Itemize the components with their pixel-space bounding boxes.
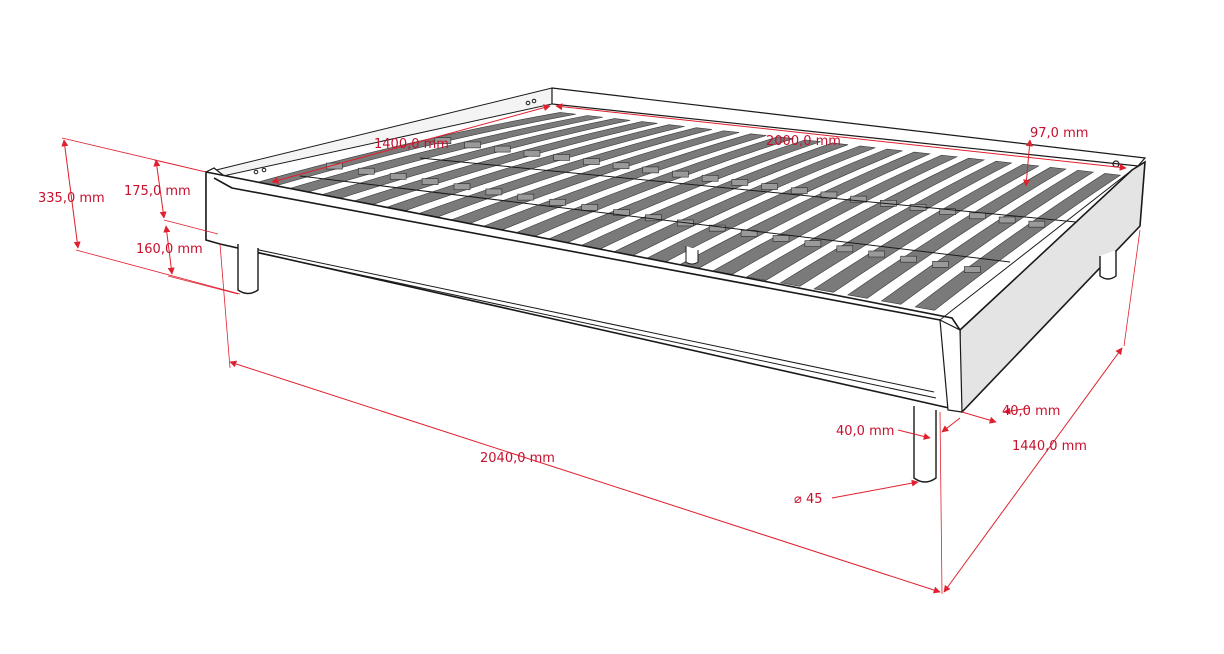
slat-clip [850,195,867,203]
label-inner-length: 2000,0 mm [766,134,841,149]
ext-line [167,275,239,295]
label-front-thickness: 40,0 mm [836,424,894,439]
bolt-hole [253,169,259,175]
dim-line-leg-height [163,225,175,275]
slat-clip [549,198,566,206]
slat-clip [772,235,790,242]
ext-line [939,411,943,595]
slat-clip [708,224,726,232]
label-leg-diameter: ⌀ 45 [794,492,823,507]
slat-clip [642,166,660,174]
slat-clip [517,193,535,201]
bolt-hole [531,98,537,104]
dim-line-side-thickness [961,411,997,424]
slat [914,173,1122,311]
slat-clip [998,216,1016,224]
bolt-hole [261,167,267,173]
label-rail-height: 97,0 mm [1030,126,1088,141]
label-frame-height: 175,0 mm [124,184,191,199]
label-leg-height: 160,0 mm [136,242,203,257]
dimensions: 335,0 mm 175,0 mm 160,0 mm 1400,0 mm 200… [38,103,1141,595]
leg-back-left [685,246,699,265]
dim-line-front-thickness [897,429,931,440]
dim-line-frame-height [153,159,167,219]
dim-line-outer-length [229,360,941,594]
slat-clip [583,158,600,165]
leg-back-right [1099,250,1117,280]
slat-clip [453,183,471,191]
slat-clip [868,250,886,258]
slat-clip [612,162,630,170]
slat-clip [389,173,407,180]
slat [880,170,1095,305]
label-inner-width: 1400,0 mm [374,137,449,152]
slat-clip [964,266,981,273]
front-rail-inner-edge [213,177,941,321]
ext-line [1123,229,1141,347]
dim-line-side-thickness-2 [1003,407,1031,415]
label-outer-length: 2040,0 mm [480,451,555,466]
bed-frame [205,87,1147,413]
dim-line-front-thickness-2 [941,417,961,433]
slat-clip [1028,220,1046,228]
slat-clip [731,179,749,186]
slat-clip [553,154,570,161]
dim-line-outer-width [943,347,1123,593]
ext-line [219,243,231,369]
leg-front-left [237,244,259,295]
slat-clip [493,145,511,153]
ext-line [75,249,241,295]
label-side-thickness: 40,0 mm [1002,404,1060,419]
slat-clip [761,183,778,190]
slat-clip [701,174,719,182]
slat-clip [939,208,957,215]
slat-clip [804,240,822,247]
ext-line [163,219,219,235]
slat-clip [581,204,598,211]
slat-clip [969,212,986,220]
slat-clip [523,149,541,157]
leader-leg-diameter [831,479,919,499]
slat-clip [485,188,503,196]
dim-line-total-height [61,139,81,249]
slat-clip [357,167,375,175]
slat-support-rail-a [299,175,1011,263]
slat-clip [900,255,917,263]
dim-line-inner-width [271,104,551,184]
dim-line-rail-height [1023,139,1033,187]
slat-clip [672,170,689,178]
slat-clip [932,261,949,268]
slat-clip [464,141,481,149]
slat-clip [421,178,439,185]
head-rail-inner-edge [939,169,1133,321]
slat-clip [790,187,808,195]
label-outer-width: 1440,0 mm [1012,439,1087,454]
slat-clip [613,209,630,216]
leg-front-right [913,406,937,483]
slat-clip [836,245,854,253]
ext-line [153,159,207,173]
label-total-height: 335,0 mm [38,191,105,206]
